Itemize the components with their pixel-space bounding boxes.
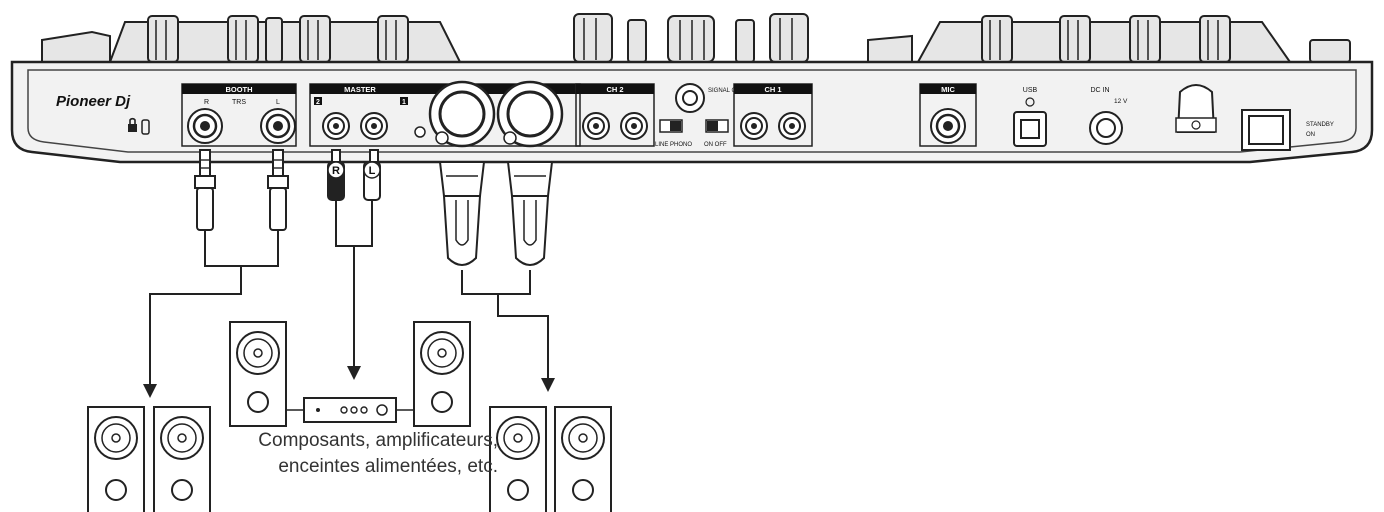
- line-phono-switch: LINE PHONO: [655, 119, 692, 148]
- booth-cables: [143, 149, 289, 398]
- lock-icon: [128, 117, 150, 135]
- booth-l-label: L: [276, 99, 280, 106]
- caption-line-1: Composants, amplificateurs,: [258, 430, 498, 451]
- amp-speaker-right: [413, 321, 471, 427]
- ch2-label: CH 2: [606, 85, 623, 94]
- booth-trs-label: TRS: [232, 99, 246, 106]
- master-1-label: 1: [402, 99, 406, 106]
- on-label: ON: [1306, 132, 1315, 138]
- usb-port: USB: [1013, 87, 1047, 147]
- on-off-label: ON OFF: [704, 142, 727, 148]
- mic-label: MIC: [941, 85, 955, 94]
- master-xlr-cables: [438, 161, 555, 392]
- amp-speaker-left: [229, 321, 287, 427]
- dc-in-label: DC IN: [1090, 87, 1109, 94]
- master-section: MASTER 2 1: [309, 80, 581, 148]
- rca-plug-l-label: L: [369, 165, 376, 177]
- master-2-label: 2: [316, 99, 320, 106]
- dc-volt-label: 12 V: [1114, 98, 1128, 105]
- line-phono-label: LINE PHONO: [655, 142, 692, 148]
- ch1-label: CH 1: [764, 85, 781, 94]
- dc-in-jack: DC IN 12 V: [1089, 87, 1128, 145]
- ch1-section: CH 1: [733, 83, 813, 147]
- ch2-section: CH 2: [575, 83, 655, 147]
- mic-section: MIC: [919, 83, 977, 147]
- caption-line-2: enceintes alimentées, etc.: [278, 456, 498, 477]
- signal-gnd-label: SIGNAL GND: [708, 88, 745, 94]
- device-caption: Composants, amplificateurs, enceintes al…: [212, 428, 498, 480]
- top-controls: [41, 13, 1351, 63]
- master-speaker-left: [489, 406, 547, 512]
- usb-label: USB: [1023, 87, 1038, 94]
- signal-gnd-terminal: SIGNAL GND: [675, 83, 745, 113]
- power-switch: STANDBY ON: [1241, 109, 1334, 151]
- amplifier: [286, 397, 414, 423]
- booth-speaker-left: [87, 406, 145, 512]
- rca-plug-r-label: R: [332, 165, 340, 177]
- master-rca-cables: R L: [327, 149, 381, 380]
- on-off-switch: ON OFF: [704, 119, 729, 148]
- booth-label: BOOTH: [225, 85, 252, 94]
- master-label: MASTER: [344, 85, 376, 94]
- master-speaker-right: [554, 406, 612, 512]
- booth-speaker-right: [153, 406, 211, 512]
- cable-hook: [1175, 84, 1217, 133]
- standby-label: STANDBY: [1306, 122, 1334, 128]
- brand-logo: Pioneer Dj: [56, 93, 131, 110]
- booth-r-label: R: [204, 99, 209, 106]
- booth-section: BOOTH R TRS L: [181, 83, 297, 147]
